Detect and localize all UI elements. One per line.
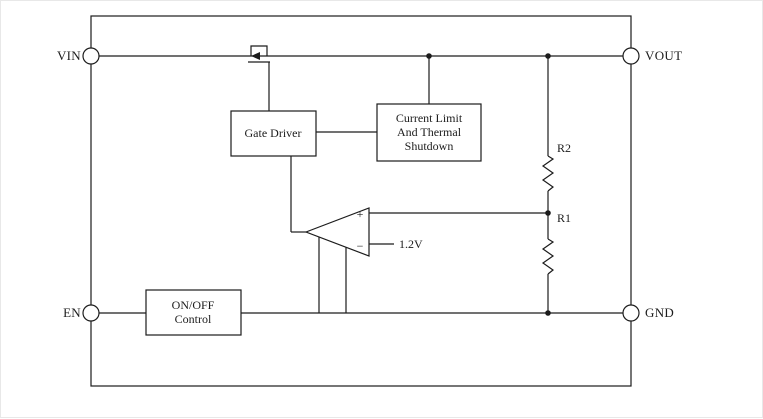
resistor-r1-label: R1: [557, 211, 571, 225]
junction-dot: [545, 53, 551, 59]
amp-minus-sign: −: [357, 239, 364, 253]
gnd-pin-label: GND: [645, 305, 674, 320]
vout-pin: [622, 47, 640, 65]
onoff-label-line2: Control: [175, 312, 212, 326]
junction-dot: [545, 310, 551, 316]
error-amplifier: [304, 207, 370, 257]
current-limit-label-line3: Shutdown: [405, 139, 454, 153]
vin-pin-label: VIN: [57, 48, 81, 63]
en-pin: [82, 304, 100, 322]
onoff-label-line1: ON/OFF: [172, 298, 215, 312]
current-limit-label-line2: And Thermal: [397, 125, 462, 139]
vin-pin: [82, 47, 100, 65]
junction-dot: [426, 53, 432, 59]
gnd-pin: [622, 304, 640, 322]
amp-plus-sign: +: [357, 207, 364, 221]
onoff-control-block: [145, 289, 242, 336]
gate-driver-label: Gate Driver: [245, 126, 302, 140]
current-limit-label-line1: Current Limit: [396, 111, 463, 125]
en-pin-label: EN: [63, 305, 81, 320]
resistor-r1: [541, 238, 555, 275]
resistor-r2: [541, 155, 555, 192]
transistor-arrow-icon: [251, 52, 260, 60]
gate-driver-block: [230, 110, 317, 157]
resistor-r2-label: R2: [557, 141, 571, 155]
transistor-channel: [250, 45, 268, 56]
pass-transistor-icon: [248, 45, 270, 63]
vref-label: 1.2V: [399, 237, 423, 251]
current-limit-block: [376, 103, 482, 162]
junction-dot: [545, 210, 551, 216]
vout-pin-label: VOUT: [645, 48, 682, 63]
